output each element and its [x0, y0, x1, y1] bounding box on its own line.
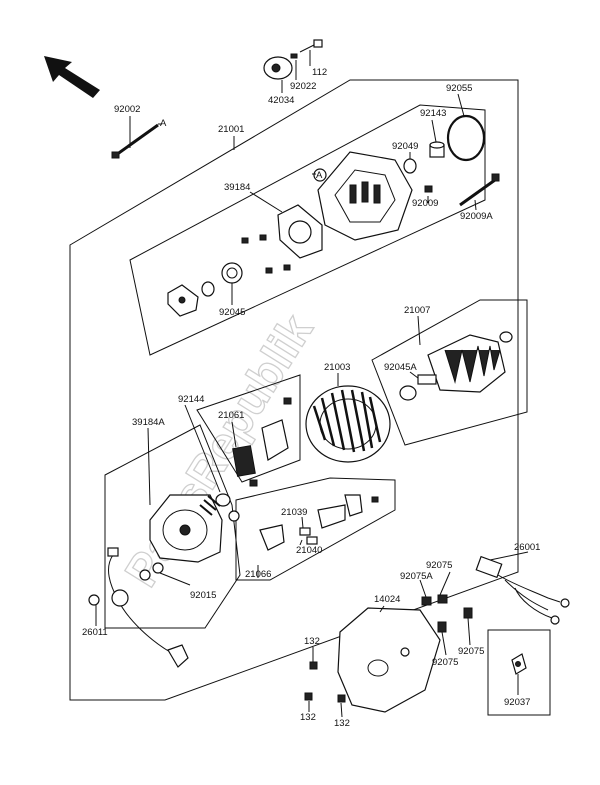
leader-lines — [95, 50, 529, 718]
nuts-92015 — [139, 562, 164, 581]
label-132-c: 132 — [334, 718, 350, 729]
collar-92143 — [429, 141, 445, 158]
lead-box — [487, 629, 551, 716]
bracket-42034 — [263, 39, 323, 80]
label-26011: 26011 — [82, 627, 108, 638]
rotor-21007 — [399, 331, 513, 401]
label-92144: 92144 — [178, 394, 204, 405]
brush-holder-subframe — [235, 477, 396, 581]
bearing-plate-39184 — [277, 204, 323, 259]
label-92075-b: 92075 — [432, 657, 458, 668]
front-arrow-icon — [44, 56, 100, 98]
rear-housing-39184A — [149, 494, 240, 563]
label-21003: 21003 — [324, 362, 350, 373]
label-112: 112 — [312, 67, 327, 78]
bolts-132 — [304, 661, 346, 703]
label-21001: 21001 — [218, 124, 244, 135]
brush-holder-21039 — [259, 494, 379, 551]
label-21007: 21007 — [404, 305, 430, 316]
regulator-subframe — [196, 374, 301, 483]
cover-14024 — [337, 607, 441, 713]
label-92045A: 92045A — [384, 362, 417, 373]
bolt-92002 — [111, 123, 159, 159]
label-92075-top: 92075 — [426, 560, 452, 571]
front-cover-21001 — [313, 151, 413, 241]
label-42034: 42034 — [268, 95, 294, 106]
label-ref-a1: A — [160, 118, 167, 129]
screws-upper — [241, 234, 291, 274]
label-92143: 92143 — [420, 108, 446, 119]
label-39184A: 39184A — [132, 417, 165, 428]
label-132-a: 132 — [304, 636, 320, 647]
clamp-92037 — [511, 653, 527, 675]
label-92075-c: 92075 — [458, 646, 484, 657]
rotor-subframe — [371, 299, 528, 446]
label-92055: 92055 — [446, 83, 472, 94]
assembly-outline — [69, 79, 519, 701]
label-21040: 21040 — [296, 545, 322, 556]
label-92075A: 92075A — [400, 571, 433, 582]
label-92045: 92045 — [219, 307, 245, 318]
stator-21003 — [305, 385, 391, 463]
spacer-92144 — [215, 493, 231, 507]
part-labels: 112 92022 42034 92002 A 21001 92055 9214… — [82, 67, 540, 729]
label-14024: 14024 — [374, 594, 400, 605]
label-21066: 21066 — [245, 569, 271, 580]
label-ref-a2: A — [316, 170, 323, 181]
label-26001: 26001 — [514, 542, 540, 553]
bolt-92009A — [459, 173, 500, 207]
label-92002: 92002 — [114, 104, 140, 115]
label-92009: 92009 — [412, 198, 438, 209]
label-92015: 92015 — [190, 590, 216, 601]
label-21039: 21039 — [281, 507, 307, 518]
label-92022: 92022 — [290, 81, 316, 92]
oring-92055 — [446, 114, 486, 162]
label-39184: 39184 — [224, 182, 250, 193]
label-92009A: 92009A — [460, 211, 493, 222]
rectifier-subframe — [104, 424, 241, 629]
seal-92049 — [403, 158, 417, 174]
label-21061: 21061 — [218, 410, 244, 421]
label-92049: 92049 — [392, 141, 418, 152]
regulator-21061 — [232, 397, 292, 487]
harness-26001 — [475, 555, 570, 625]
bolt-92009 — [424, 185, 433, 193]
label-92037: 92037 — [504, 697, 530, 708]
front-housing-subframe — [129, 104, 486, 356]
lead-26011 — [88, 547, 189, 668]
label-132-b: 132 — [300, 712, 316, 723]
bearing-92045 — [167, 262, 243, 317]
